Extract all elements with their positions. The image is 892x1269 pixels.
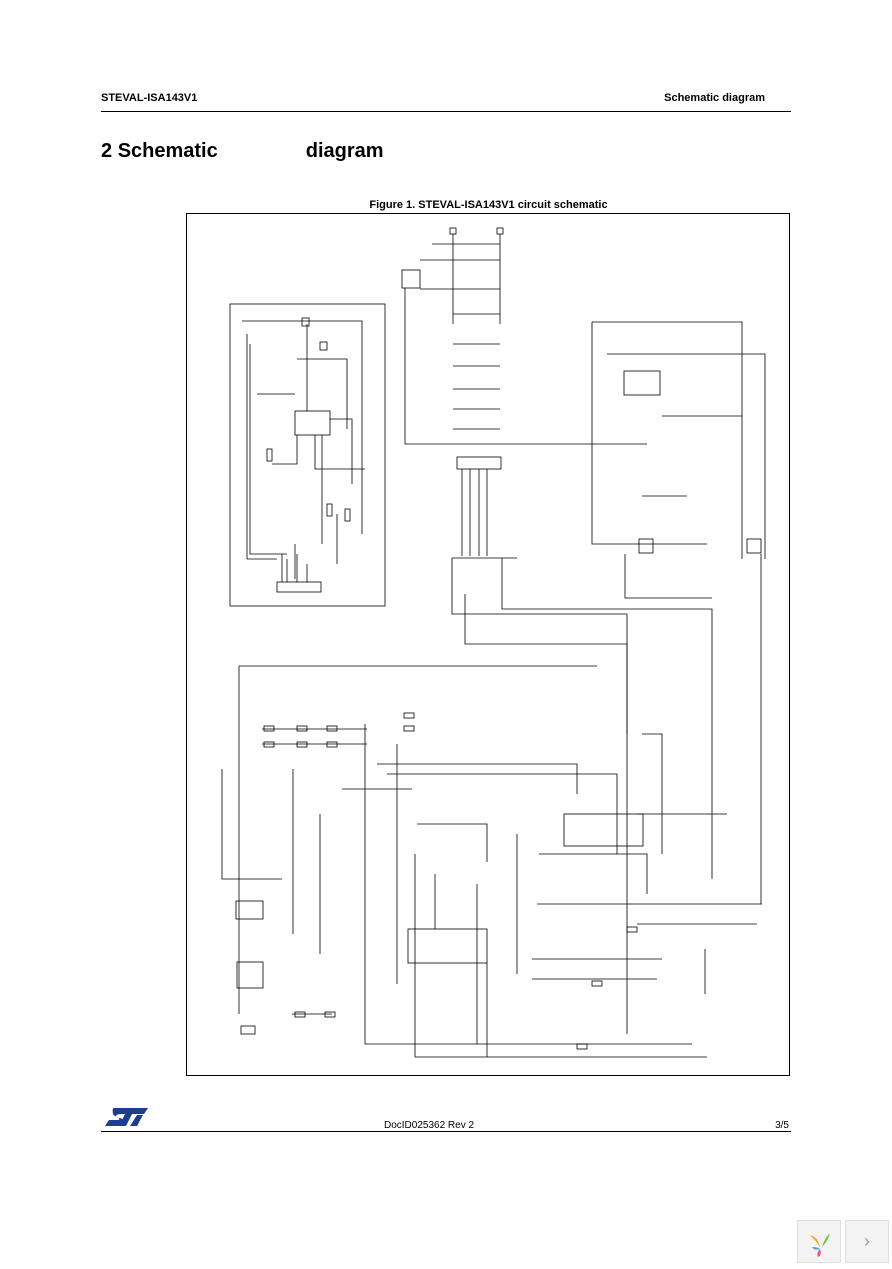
header-rule xyxy=(101,111,791,112)
schematic-drawing xyxy=(221,227,766,1058)
footer-rule xyxy=(101,1131,791,1132)
page-header-left: STEVAL-ISA143V1 xyxy=(101,92,198,104)
page-header-right: Schematic diagram xyxy=(664,92,765,104)
viewer-controls: › xyxy=(797,1220,892,1263)
section-title: 2 Schematic diagram xyxy=(101,140,384,163)
footer-doc-id: DocID025362 Rev 2 xyxy=(384,1120,475,1131)
schematic-figure xyxy=(186,213,790,1076)
footer-page-number: 3/5 xyxy=(775,1120,789,1131)
figure-caption: Figure 1. STEVAL-ISA143V1 circuit schema… xyxy=(369,199,608,211)
section-number: 2 xyxy=(101,140,113,162)
section-word-2: diagram xyxy=(305,140,384,162)
viewer-brand-icon xyxy=(810,1233,830,1257)
chevron-right-icon: › xyxy=(864,1231,870,1251)
st-logo-icon xyxy=(105,1108,148,1126)
viewer-brand-button[interactable] xyxy=(797,1220,841,1263)
section-word-1: Schematic xyxy=(117,140,218,162)
viewer-next-button[interactable]: › xyxy=(845,1220,889,1263)
